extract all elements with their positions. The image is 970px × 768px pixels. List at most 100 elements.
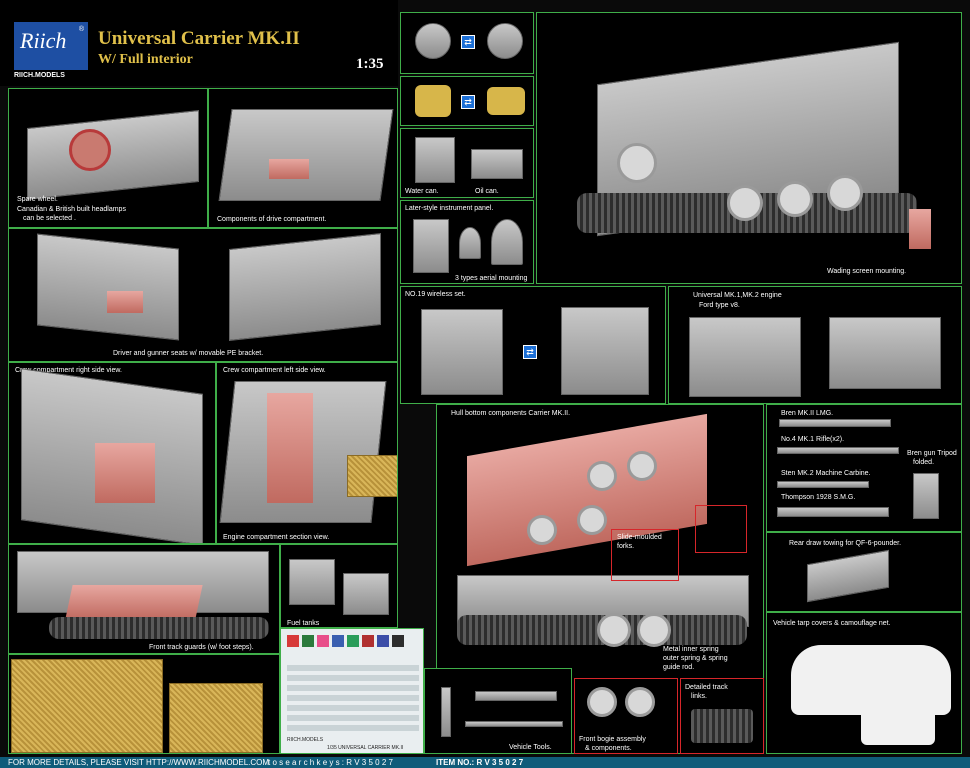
decal-title: 1/35 UNIVERSAL CARRIER MK.II <box>327 745 404 751</box>
panel-decals: RIICH.MODELS 1/35 UNIVERSAL CARRIER MK.I… <box>280 628 424 754</box>
callout-forks <box>611 529 679 581</box>
decal-swatch <box>377 635 389 647</box>
caption-spring-c: guide rod. <box>663 664 695 671</box>
caption-engine-a: Universal MK.1,MK.2 engine <box>693 292 782 299</box>
pe-fret-2 <box>169 683 263 753</box>
caption-sten: Sten MK.2 Machine Carbine. <box>781 470 871 477</box>
registered-icon: ® <box>78 26 84 33</box>
footer: FOR MORE DETAILS, PLEASE VISIT HTTP://WW… <box>0 757 970 768</box>
decal-swatch <box>392 635 404 647</box>
suspension-wheel <box>577 505 607 535</box>
tarp-roll <box>861 709 935 745</box>
bogie-wheel <box>587 687 617 717</box>
oil-can <box>471 149 523 179</box>
caption-seats: Driver and gunner seats w/ movable PE br… <box>113 350 264 357</box>
hull-model <box>27 109 199 201</box>
seat-model-right <box>229 233 381 341</box>
drive-part <box>269 159 309 179</box>
spare-wheel <box>69 129 111 171</box>
decal-swatch <box>332 635 344 647</box>
suspension-wheel <box>527 515 557 545</box>
footer-item-no: ITEM NO.: R V 3 5 0 2 7 <box>436 758 524 767</box>
panel-crew-right: Crew compartment right side view. <box>8 362 216 544</box>
caption-instrument: Later-style instrument panel. <box>405 205 494 212</box>
engine-model-b <box>829 317 941 389</box>
caption-headlamps-2: can be selected . <box>23 215 76 222</box>
wading-screen-part <box>909 209 931 249</box>
logo-text: Riich <box>20 28 67 53</box>
seat-model-left <box>37 233 179 341</box>
suspension-wheel <box>637 613 671 647</box>
caption-tarp: Vehicle tarp covers & camouflage net. <box>773 620 891 627</box>
track-guard-part <box>65 585 203 619</box>
track-link-sample <box>691 709 753 743</box>
panel-instrument: Later-style instrument panel. 3 types ae… <box>400 200 534 284</box>
drive-model <box>218 109 394 201</box>
footer-keys: t o s e a r c h k e y s : R V 3 5 0 2 7 <box>268 758 393 767</box>
panel-bracket-options: ⇄ <box>400 76 534 126</box>
caption-vehicle-tools: Vehicle Tools. <box>509 744 552 751</box>
decal-swatch <box>347 635 359 647</box>
header: Riich ® RIICH.MODELS Universal Carrier M… <box>0 0 398 86</box>
fuel-tank-2 <box>343 573 389 615</box>
caption-rifle: No.4 MK.1 Rifle(x2). <box>781 436 845 443</box>
wireless-set-a <box>421 309 503 395</box>
tarp-cover <box>791 645 951 715</box>
brand-logo: Riich ® <box>14 22 88 70</box>
decal-swatch <box>287 635 299 647</box>
caption-aerial: 3 types aerial mounting <box>455 275 528 282</box>
page-title: Universal Carrier MK.II <box>98 28 300 49</box>
panel-engine: Universal MK.1,MK.2 engine Ford type v8. <box>668 286 962 404</box>
caption-wireless: NO.19 wireless set. <box>405 291 466 298</box>
caption-bogie-a: Front bogie assembly <box>579 736 646 743</box>
aerial-mount-1 <box>459 227 481 259</box>
panel-rear-draw: Rear draw towing for QF-6-pounder. <box>766 532 962 612</box>
panel-front-bogie: Front bogie assembly & components. <box>574 678 678 754</box>
caption-track-links-a: Detailed track <box>685 684 728 691</box>
road-wheel <box>827 175 863 211</box>
panel-pe-frets <box>8 654 280 754</box>
panel-vehicle-tools: Vehicle Tools. <box>424 668 572 754</box>
caption-drive: Components of drive compartment. <box>217 216 327 223</box>
decal-swatch <box>302 635 314 647</box>
instrument-panel <box>413 219 449 273</box>
fuel-tank-1 <box>289 559 335 605</box>
caption-crew-right: Crew compartment right side view. <box>15 367 122 374</box>
panel-seats: Driver and gunner seats w/ movable PE br… <box>8 228 398 362</box>
decal-swatches <box>287 635 419 647</box>
panel-main-vehicle: Wading screen mounting. <box>536 12 962 284</box>
panel-fuel-tanks: Fuel tanks <box>280 544 398 628</box>
caption-forks-b: forks. <box>617 543 635 550</box>
pe-fret-1 <box>11 659 163 753</box>
road-wheel <box>777 181 813 217</box>
bren-gun <box>779 419 891 427</box>
seat-pe-bracket <box>107 291 143 313</box>
crew-left-parts <box>267 393 313 503</box>
caption-water-can: Water can. <box>405 188 439 195</box>
swap-arrow-icon: ⇄ <box>461 95 475 109</box>
suspension-wheel <box>597 613 631 647</box>
caption-bren: Bren MK.II LMG. <box>781 410 834 417</box>
thompson-gun <box>777 507 889 517</box>
caption-track-guards: Front track guards (w/ foot steps). <box>149 644 254 651</box>
decal-swatch <box>362 635 374 647</box>
panel-track-guards: Front track guards (w/ foot steps). <box>8 544 280 654</box>
tool-pickaxe <box>441 687 451 737</box>
tool-shovel <box>475 691 557 701</box>
caption-fuel-tanks: Fuel tanks <box>287 620 320 627</box>
swap-arrow-icon: ⇄ <box>523 345 537 359</box>
bogie-wheel <box>625 687 655 717</box>
caption-engine-b: Ford type v8. <box>699 302 740 309</box>
decal-swatch <box>317 635 329 647</box>
wireless-set-b <box>561 307 649 395</box>
aerial-mount-2 <box>491 219 523 265</box>
swap-arrow-icon: ⇄ <box>461 35 475 49</box>
track-guard-track <box>49 617 269 639</box>
headlamp-british <box>487 23 523 59</box>
caption-tripod-b: folded. <box>913 459 935 466</box>
caption-engine-section: Engine compartment section view. <box>223 534 330 541</box>
caption-crew-left: Crew compartment left side view. <box>223 367 326 374</box>
panel-drive: Components of drive compartment. <box>208 88 398 228</box>
footer-website[interactable]: FOR MORE DETAILS, PLEASE VISIT HTTP://WW… <box>8 758 270 767</box>
crew-right-parts <box>95 443 155 503</box>
